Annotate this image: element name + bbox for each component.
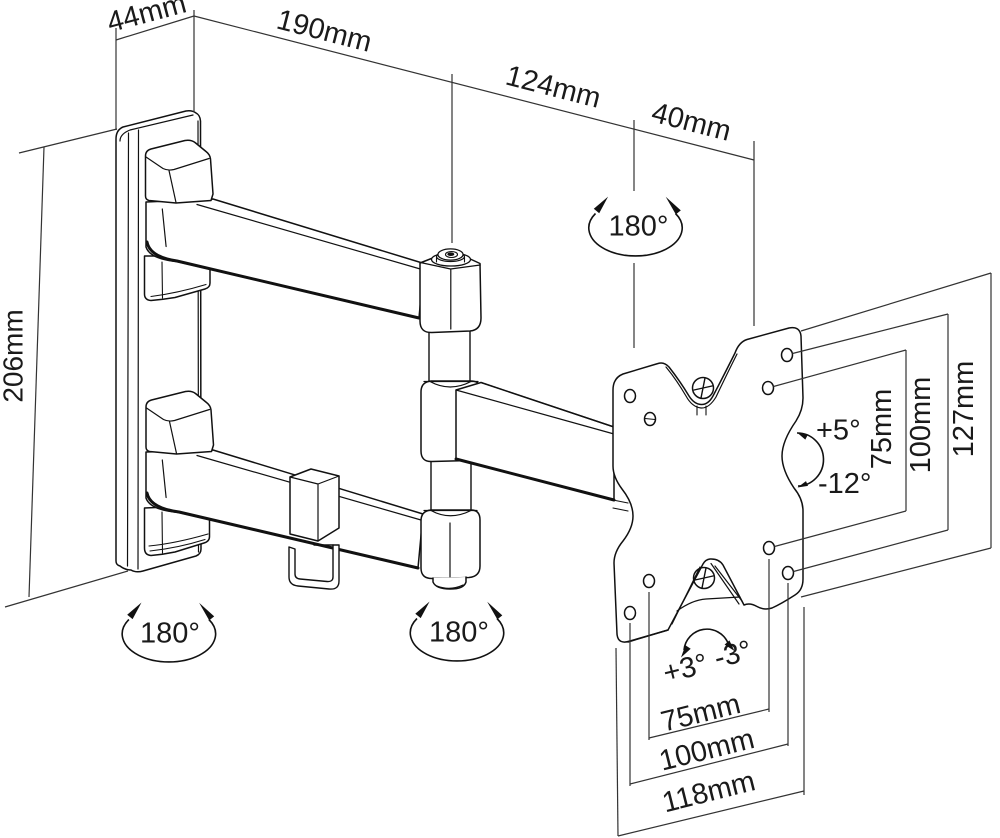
svg-text:75mm: 75mm — [866, 389, 898, 470]
svg-text:180°: 180° — [140, 618, 200, 650]
svg-text:127mm: 127mm — [948, 361, 980, 458]
svg-text:180°: 180° — [609, 211, 669, 243]
svg-text:206mm: 206mm — [0, 309, 28, 402]
svg-text:+5°: +5° — [816, 415, 861, 447]
svg-text:180°: 180° — [429, 617, 489, 649]
svg-text:-12°: -12° — [818, 468, 872, 500]
svg-text:100mm: 100mm — [905, 377, 937, 474]
